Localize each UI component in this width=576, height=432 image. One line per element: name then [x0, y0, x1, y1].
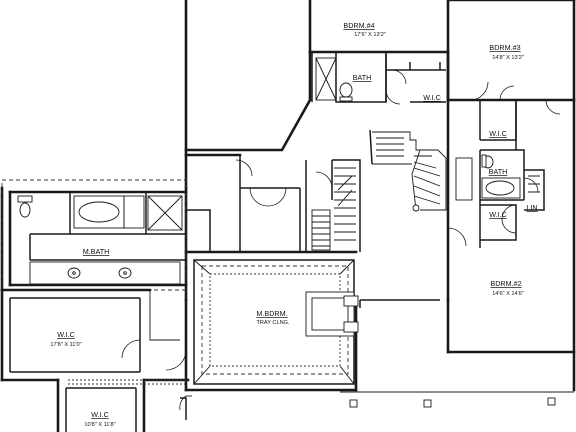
bdrm2-dims: 14'6" X 14'6" [492, 291, 524, 297]
bath-mid-label: BATH [489, 167, 508, 176]
mbdrm-dims: TRAY CLNG. [256, 320, 289, 326]
right-wing-area [446, 81, 576, 248]
porch-posts [186, 391, 574, 408]
bdrm4-dims: 17'6" X 13'2" [354, 32, 386, 38]
master-bath-area [1, 179, 188, 291]
wic-bdrm2-label: W.I.C [489, 210, 507, 219]
mbdrm-label: M.BDRM. [256, 309, 287, 318]
bdrm2-label: BDRM.#2 [490, 279, 521, 288]
wic-top-label: W.I.C [423, 93, 441, 102]
master-wic-area [0, 288, 187, 385]
mbath-label: M.BATH [83, 247, 110, 256]
master-bedroom-area [193, 259, 359, 385]
wic-master-dims: 17'8" X 11'0" [50, 342, 81, 348]
wic-master-label: W.I.C [57, 330, 75, 339]
bath-upper-label: BATH [353, 73, 372, 82]
bdrm3-dims: 14'8" X 13'2" [492, 55, 524, 61]
wic-bdrm3-label: W.I.C [489, 129, 507, 138]
lower-wic-area [65, 387, 187, 432]
linen-label: LIN [526, 203, 537, 212]
main-staircase [369, 129, 473, 212]
wic-lower-label: W.I.C [91, 410, 109, 419]
wic-lower-dims: 10'8" X 11'8" [84, 422, 115, 428]
bdrm4-label: BDRM.#4 [343, 21, 374, 30]
bdrm3-label: BDRM.#3 [489, 43, 520, 52]
center-hall-area [184, 153, 361, 252]
bdrm4-area [310, 51, 446, 105]
